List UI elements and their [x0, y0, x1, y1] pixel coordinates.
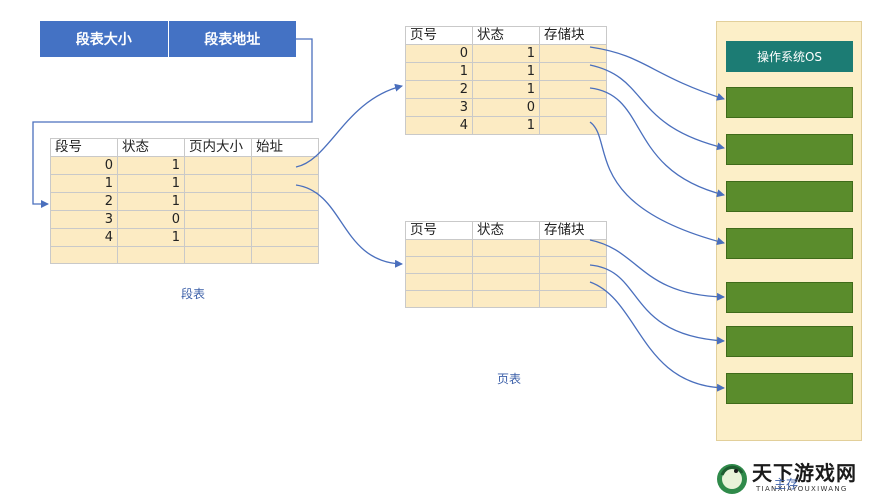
watermark-title: 天下游戏网 — [752, 461, 857, 485]
page-table-caption: 页表 — [497, 372, 522, 386]
os-block: 操作系统OS — [726, 41, 853, 72]
segment-table-header: 段号 状态 页内大小 始址 — [50, 138, 319, 157]
main-memory-caption: 主存 — [774, 477, 799, 491]
page-to-frame-arrow — [589, 239, 725, 301]
table-row: 4 1 — [50, 228, 319, 247]
table-row: 0 1 — [405, 44, 607, 63]
segment-status-header: 状态 — [117, 138, 185, 157]
table-row: 1 1 — [405, 62, 607, 81]
memory-frame — [726, 282, 853, 313]
storage-block-cell — [539, 116, 607, 135]
segment-table-register: 段表大小 段表地址 — [40, 21, 296, 57]
table-row: 3 0 — [405, 98, 607, 117]
page-status-cell: 1 — [472, 62, 540, 81]
watermark-subtitle: TIANXIAYOUXIWANG — [756, 485, 848, 493]
page-status-cell: 1 — [472, 80, 540, 99]
table-row: 1 1 — [50, 174, 319, 193]
page-table-header: 页号 状态 存储块 — [405, 26, 607, 45]
page-to-frame-arrow — [589, 64, 725, 151]
page-to-frame-arrow — [589, 281, 725, 392]
memory-frame — [726, 181, 853, 212]
storage-block-header: 存储块 — [539, 26, 607, 45]
segment-number-cell: 0 — [50, 156, 118, 175]
table-row: 2 1 — [405, 80, 607, 99]
segment-number-cell: 4 — [50, 228, 118, 247]
segment-page-size-cell — [184, 228, 252, 247]
segment-table-address-cell: 段表地址 — [167, 21, 296, 57]
register-to-segment-table-arrow — [32, 38, 313, 208]
table-row: 3 0 — [50, 210, 319, 229]
segment-number-header: 段号 — [50, 138, 118, 157]
page-number-cell — [405, 290, 473, 308]
memory-frame — [726, 134, 853, 165]
table-row — [405, 273, 607, 291]
storage-block-cell — [539, 273, 607, 291]
memory-frame — [726, 87, 853, 118]
segment-to-page-table-2-arrow — [295, 184, 403, 268]
storage-block-cell — [539, 239, 607, 257]
page-table-2: 页号 状态 存储块 — [405, 221, 607, 308]
page-status-cell: 1 — [472, 44, 540, 63]
memory-frame — [726, 326, 853, 357]
page-status-cell — [472, 256, 540, 274]
page-number-cell: 2 — [405, 80, 473, 99]
storage-block-cell — [539, 256, 607, 274]
watermark-logo: 天下游戏网 TIANXIAYOUXIWANG 主存 — [712, 455, 888, 499]
memory-frame — [726, 373, 853, 404]
segment-status-cell: 1 — [117, 192, 185, 211]
dragon-logo-icon — [717, 464, 747, 494]
table-row — [405, 239, 607, 257]
table-row: 0 1 — [50, 156, 319, 175]
page-to-frame-arrow — [589, 121, 725, 246]
page-to-frame-arrow — [589, 264, 725, 345]
page-table-1: 页号 状态 存储块 0 1 1 1 2 1 3 0 — [405, 26, 607, 135]
storage-block-cell — [539, 98, 607, 117]
segment-to-page-table-1-arrow — [295, 83, 403, 168]
page-status-cell: 1 — [472, 116, 540, 135]
page-number-cell: 4 — [405, 116, 473, 135]
table-row: 4 1 — [405, 116, 607, 135]
storage-block-cell — [539, 62, 607, 81]
storage-block-header: 存储块 — [539, 221, 607, 240]
segment-start-address-cell — [251, 174, 319, 193]
table-row — [405, 290, 607, 308]
table-row: 2 1 — [50, 192, 319, 211]
page-status-cell — [472, 239, 540, 257]
segment-number-cell: 2 — [50, 192, 118, 211]
page-number-cell: 1 — [405, 62, 473, 81]
segment-page-size-cell — [184, 192, 252, 211]
segment-table-caption: 段表 — [181, 287, 206, 301]
page-to-frame-arrow — [589, 46, 725, 101]
segment-table: 段号 状态 页内大小 始址 0 1 1 1 2 1 — [50, 138, 319, 264]
page-to-frame-arrow — [589, 87, 725, 198]
segment-number-cell: 1 — [50, 174, 118, 193]
segment-status-cell: 1 — [117, 156, 185, 175]
segment-page-size-cell — [184, 174, 252, 193]
storage-block-cell — [539, 290, 607, 308]
segment-start-address-cell — [251, 246, 319, 264]
page-number-cell: 3 — [405, 98, 473, 117]
segment-start-address-cell — [251, 210, 319, 229]
page-status-cell: 0 — [472, 98, 540, 117]
segment-start-address-header: 始址 — [251, 138, 319, 157]
memory-frame — [726, 228, 853, 259]
segment-table-size-cell: 段表大小 — [40, 21, 168, 57]
page-number-cell: 0 — [405, 44, 473, 63]
segment-page-size-cell — [184, 246, 252, 264]
page-number-cell — [405, 273, 473, 291]
segment-status-cell: 1 — [117, 174, 185, 193]
table-row — [50, 246, 319, 264]
segment-page-size-cell — [184, 210, 252, 229]
storage-block-cell — [539, 80, 607, 99]
